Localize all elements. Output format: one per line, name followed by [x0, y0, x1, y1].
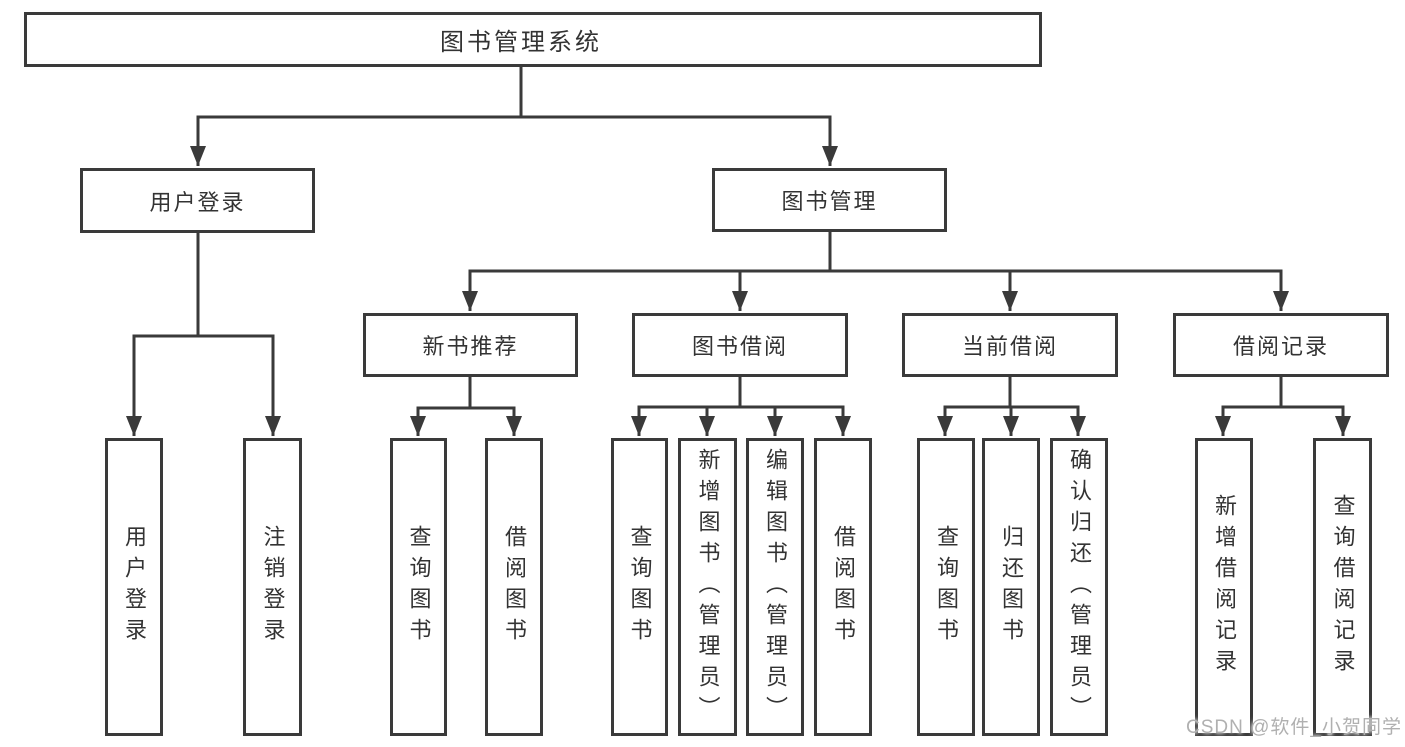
leaf-confirm-return-admin: 确认归还（管理员） — [1050, 438, 1108, 736]
node-label: 查询图书 — [406, 525, 432, 649]
node-label: 查询图书 — [934, 525, 959, 649]
node-label: 图书管理系统 — [440, 29, 602, 56]
node-book-management: 图书管理 — [712, 168, 947, 232]
node-label: 编辑图书（管理员） — [763, 447, 788, 727]
node-label: 新增借阅记录 — [1212, 494, 1237, 680]
node-borrowing-records: 借阅记录 — [1173, 313, 1389, 377]
leaf-edit-book-admin: 编辑图书（管理员） — [746, 438, 804, 736]
node-label: 查询借阅记录 — [1330, 494, 1356, 680]
node-label: 新书推荐 — [422, 334, 519, 359]
leaf-query-books-recommend: 查询图书 — [390, 438, 447, 736]
node-label: 借阅图书 — [831, 525, 856, 649]
node-new-book-recommend: 新书推荐 — [363, 313, 578, 377]
node-label: 图书管理 — [781, 189, 878, 214]
node-label: 用户登录 — [149, 189, 246, 215]
leaf-query-books-current: 查询图书 — [917, 438, 975, 736]
leaf-borrow-books-recommend: 借阅图书 — [485, 438, 543, 736]
leaf-query-borrow-record: 查询借阅记录 — [1313, 438, 1372, 736]
node-label: 借阅图书 — [502, 525, 527, 649]
node-user-login: 用户登录 — [80, 168, 315, 233]
node-library-management-system: 图书管理系统 — [24, 12, 1042, 67]
node-label: 图书借阅 — [691, 334, 788, 359]
node-label: 注销登录 — [260, 525, 286, 649]
leaf-add-book-admin: 新增图书（管理员） — [678, 438, 737, 736]
node-label: 查询图书 — [627, 525, 653, 649]
node-label: 新增图书（管理员） — [695, 447, 721, 727]
leaf-return-book: 归还图书 — [982, 438, 1040, 736]
node-current-borrowing: 当前借阅 — [902, 313, 1118, 377]
leaf-query-books-borrowing: 查询图书 — [611, 438, 668, 736]
node-book-borrowing: 图书借阅 — [632, 313, 848, 377]
leaf-add-borrow-record: 新增借阅记录 — [1195, 438, 1253, 736]
node-label: 归还图书 — [999, 525, 1024, 649]
node-label: 借阅记录 — [1232, 334, 1329, 359]
node-label: 用户登录 — [122, 525, 147, 649]
leaf-borrow-books-borrowing: 借阅图书 — [814, 438, 872, 736]
node-label: 确认归还（管理员） — [1067, 447, 1092, 727]
csdn-watermark: CSDN @软件_小贺同学 — [1186, 717, 1402, 738]
leaf-logout: 注销登录 — [243, 438, 302, 736]
node-label: 当前借阅 — [961, 334, 1058, 359]
leaf-user-login: 用户登录 — [105, 438, 163, 736]
